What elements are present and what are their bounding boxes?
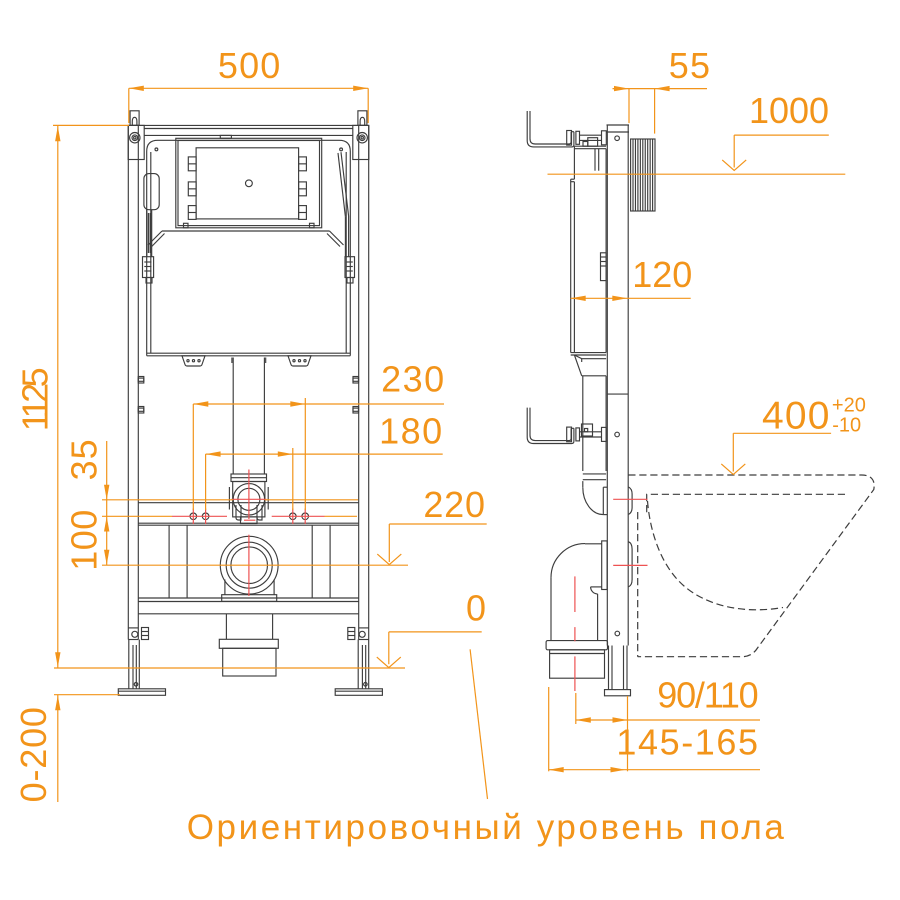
svg-text:120: 120	[632, 254, 692, 295]
svg-text:145-165: 145-165	[616, 722, 759, 763]
svg-text:Ориентировочный уровень пола: Ориентировочный уровень пола	[187, 808, 787, 847]
svg-text:90/110: 90/110	[657, 675, 757, 716]
svg-text:1125: 1125	[15, 368, 56, 431]
svg-text:-10: -10	[832, 415, 861, 437]
svg-text:+20: +20	[832, 395, 866, 417]
svg-text:220: 220	[423, 484, 485, 525]
svg-text:35: 35	[64, 438, 105, 480]
svg-text:400: 400	[762, 395, 831, 438]
svg-text:0: 0	[466, 588, 486, 629]
svg-text:0-200: 0-200	[13, 706, 54, 802]
svg-text:500: 500	[218, 45, 282, 86]
svg-text:1000: 1000	[749, 90, 829, 131]
svg-text:55: 55	[669, 45, 711, 86]
svg-text:100: 100	[64, 509, 105, 571]
svg-text:230: 230	[381, 359, 446, 400]
svg-text:180: 180	[379, 411, 444, 452]
